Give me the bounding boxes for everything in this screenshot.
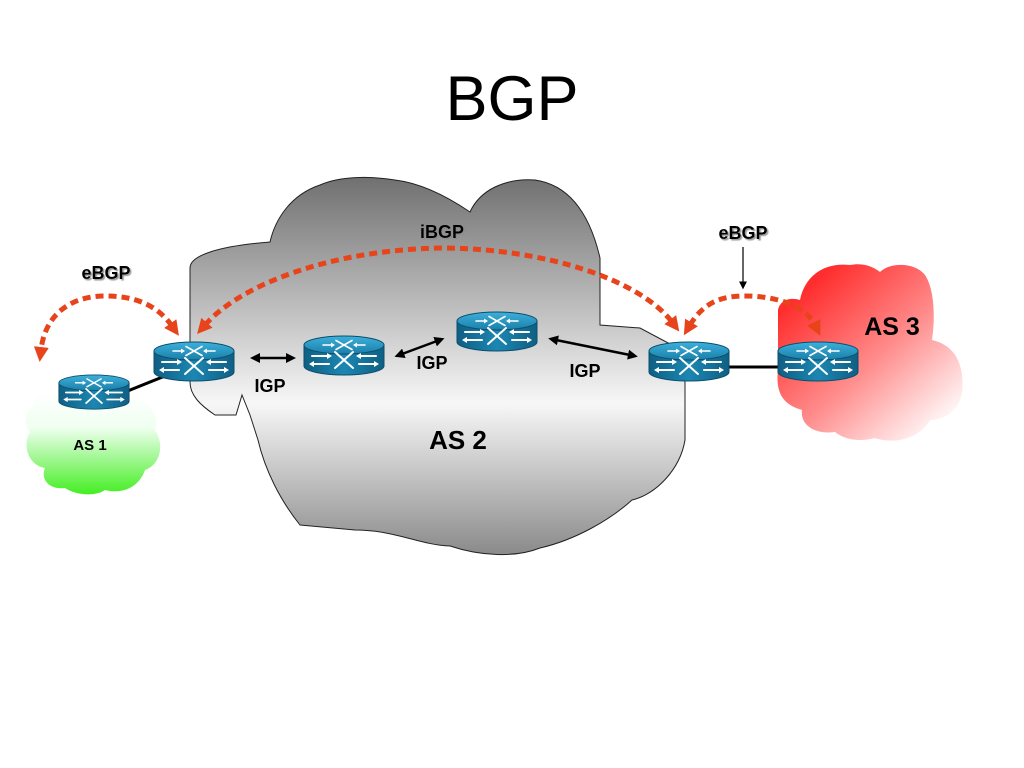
as2-right-border-router-icon	[648, 341, 730, 382]
as3-label: AS 3	[864, 313, 920, 341]
as2-left-border-router-icon	[153, 341, 235, 382]
page-title: BGP	[445, 64, 578, 134]
igp-label-1: IGP	[254, 376, 285, 396]
ebgp-left-label: eBGP	[81, 263, 130, 283]
as1-to-as2-link	[124, 374, 166, 394]
as2-internal-router-1-icon	[303, 335, 385, 376]
as3-router-icon	[777, 341, 859, 382]
ibgp-session-arrow	[197, 245, 680, 335]
igp-label-3: IGP	[569, 361, 600, 381]
igp-arrow-3	[548, 335, 638, 360]
as2-label: AS 2	[429, 425, 487, 455]
as1-cloud	[25, 391, 161, 495]
ebgp-right-label: eBGP	[718, 223, 767, 243]
igp-label-2: IGP	[416, 353, 447, 373]
ebgp-left-session-arrow	[33, 293, 179, 362]
as2-internal-router-2-icon	[456, 311, 538, 352]
as1-router-icon	[58, 374, 130, 411]
ebgp-right-session-arrow	[683, 293, 821, 336]
as2-cloud	[189, 176, 686, 555]
ibgp-label: iBGP	[420, 222, 464, 242]
as1-label: AS 1	[73, 437, 106, 454]
as3-cloud	[777, 264, 963, 441]
igp-arrow-2	[394, 337, 445, 358]
